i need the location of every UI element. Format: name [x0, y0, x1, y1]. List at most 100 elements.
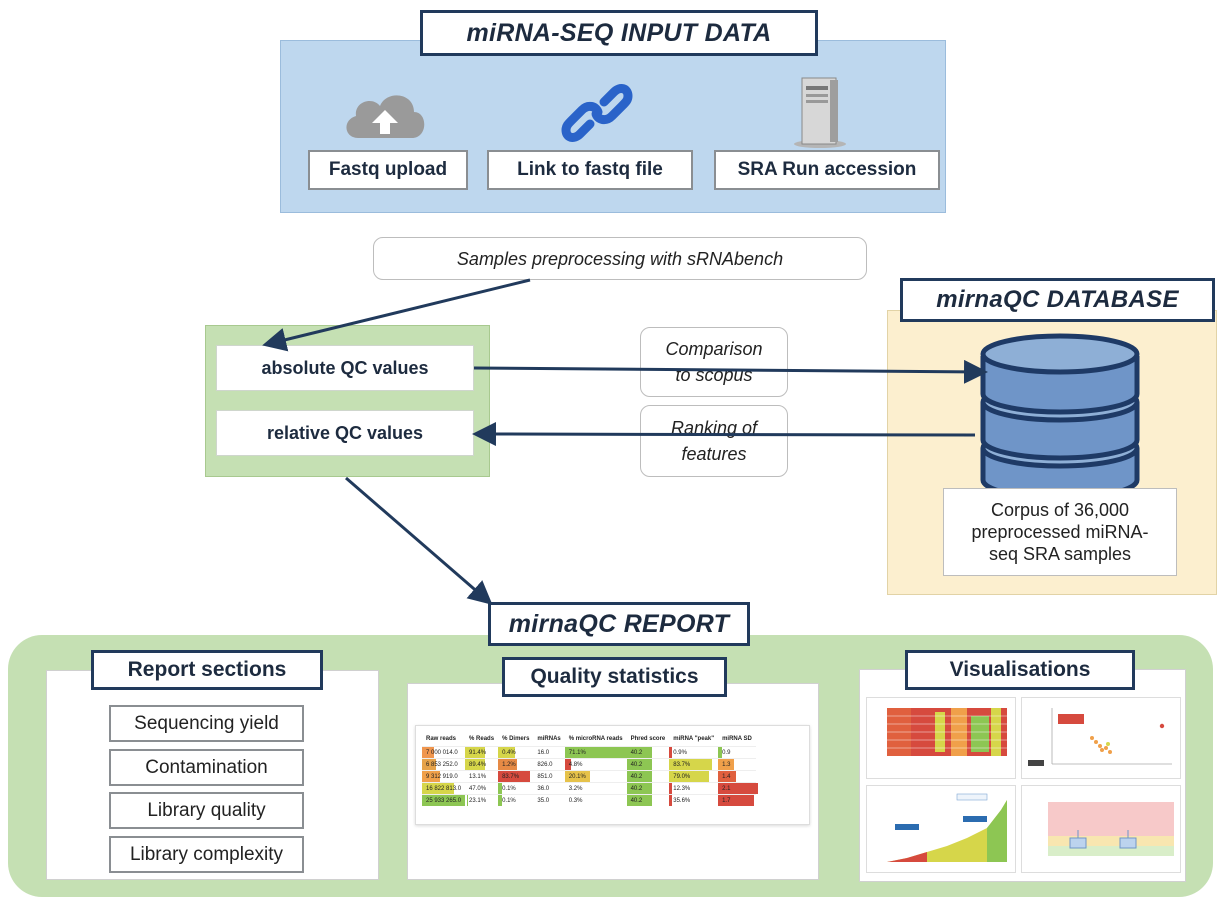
stats-cell: 12.3%: [669, 782, 719, 795]
stats-cell: 3.2%: [564, 782, 627, 795]
stats-cell-bar: [498, 783, 503, 794]
stats-cell-value: 35.6%: [673, 797, 691, 804]
stats-cell-value: 40.2: [630, 773, 643, 780]
stats-cell-value: 826.0: [537, 761, 553, 768]
stats-cell: 2.1: [718, 782, 759, 795]
stats-cell: 7 000 014.0: [422, 746, 466, 759]
stats-cell-bar: [564, 771, 590, 782]
mirna-distribution-thumbnail: [866, 785, 1016, 873]
stats-cell-bar: [422, 795, 468, 806]
report-sections-title: Report sections: [91, 650, 323, 690]
stats-cell-value: 40.2: [630, 785, 643, 792]
stats-cell: 1.3: [718, 758, 756, 771]
section-library-complexity[interactable]: Library complexity: [109, 836, 304, 873]
stats-cell: 1.2%: [498, 758, 534, 771]
stats-cell: 4.8%: [564, 758, 627, 771]
stats-cell: 40.2: [626, 746, 670, 759]
stats-cell: 0.3%: [564, 794, 627, 806]
stats-cell: 25 933 265.0: [422, 794, 468, 806]
database-icon: [975, 330, 1145, 501]
stats-header: % Dimers: [502, 736, 530, 742]
stats-cell: 20.1%: [564, 770, 627, 783]
input-data-title: miRNA-SEQ INPUT DATA: [420, 10, 818, 56]
stats-cell: 83.7%: [498, 770, 534, 783]
stats-cell-bar: [422, 771, 440, 782]
link-to-fastq-button[interactable]: Link to fastq file: [487, 150, 693, 190]
section-library-quality[interactable]: Library quality: [109, 792, 304, 829]
stats-cell-bar: [465, 795, 468, 806]
visualisations-title: Visualisations: [905, 650, 1135, 690]
section-sequencing-yield[interactable]: Sequencing yield: [109, 705, 304, 742]
stats-cell-value: 1.2%: [502, 761, 516, 768]
stats-cell-bar: [465, 771, 471, 782]
stats-cell: 40.2: [626, 794, 670, 806]
stats-cell: 851.0: [533, 770, 565, 783]
stats-header: % Reads: [469, 736, 495, 742]
stats-cell-bar: [626, 747, 652, 758]
stats-cell-bar: [718, 783, 759, 794]
preprocessing-label: Samples preprocessing with sRNAbench: [373, 237, 867, 280]
stats-cell-bar: [498, 771, 531, 782]
stats-cell-value: 40.2: [630, 749, 643, 756]
stats-cell-bar: [422, 747, 434, 758]
stats-cell-value: 20.1%: [568, 773, 586, 780]
stats-cell-value: 83.7%: [502, 773, 520, 780]
absolute-qc-values[interactable]: absolute QC values: [216, 345, 474, 391]
stats-cell: 0.1%: [498, 794, 534, 806]
stats-cell-bar: [669, 771, 710, 782]
ranking-label: Ranking of features: [640, 405, 788, 477]
database-title: mirnaQC DATABASE: [900, 278, 1215, 322]
stats-cell-bar: [465, 783, 468, 794]
stats-cell-value: 7 000 014.0: [426, 749, 458, 756]
stats-cell-bar: [422, 783, 454, 794]
stats-cell-value: 79.0%: [673, 773, 691, 780]
stats-cell-value: 25 933 265.0: [426, 797, 462, 804]
stats-cell-bar: [564, 747, 632, 758]
stats-cell: 40.2: [626, 782, 670, 795]
stats-cell: 40.2: [626, 770, 670, 783]
stats-cell-bar: [626, 795, 652, 806]
stats-cell: 16.0: [533, 746, 565, 759]
relative-qc-values[interactable]: relative QC values: [216, 410, 474, 456]
stats-cell-value: 1.4: [722, 773, 731, 780]
section-contamination[interactable]: Contamination: [109, 749, 304, 786]
stats-cell: 47.0%: [465, 782, 499, 795]
stats-cell-value: 13.1%: [469, 773, 487, 780]
stats-cell-bar: [718, 759, 735, 770]
stats-cell-value: 1.3: [722, 761, 731, 768]
stats-cell-value: 0.1%: [502, 785, 516, 792]
boxplot-thumbnail: [1021, 785, 1181, 873]
stats-cell-value: 40.2: [630, 761, 643, 768]
stats-cell-bar: [626, 759, 652, 770]
stats-cell: 0.9: [718, 746, 756, 759]
stats-cell-value: 91.4%: [469, 749, 487, 756]
stats-cell-bar: [422, 759, 436, 770]
stats-cell: 1.7: [718, 794, 756, 806]
stats-cell-value: 0.3%: [568, 797, 583, 804]
sra-run-accession-button[interactable]: SRA Run accession: [714, 150, 940, 190]
stats-cell-bar: [564, 795, 569, 806]
stats-cell: 83.7%: [669, 758, 719, 771]
stats-cell-bar: [718, 747, 723, 758]
stats-cell-value: 40.2: [630, 797, 643, 804]
fastq-upload-button[interactable]: Fastq upload: [308, 150, 468, 190]
stats-cell-bar: [626, 771, 652, 782]
stats-cell: 79.0%: [669, 770, 719, 783]
stats-cell: 0.9%: [669, 746, 719, 759]
stats-cell: 89.4%: [465, 758, 499, 771]
stats-cell-bar: [498, 795, 503, 806]
stats-cell: 826.0: [533, 758, 565, 771]
stats-cell-value: 89.4%: [469, 761, 487, 768]
stats-header: miRNAs: [537, 736, 561, 742]
stats-cell: 9 312 919.0: [422, 770, 466, 783]
stats-cell-value: 0.9: [722, 749, 731, 756]
stats-cell-value: 16 822 813.0: [426, 785, 462, 792]
database-corpus-text: Corpus of 36,000 preprocessed miRNA- seq…: [943, 488, 1177, 576]
